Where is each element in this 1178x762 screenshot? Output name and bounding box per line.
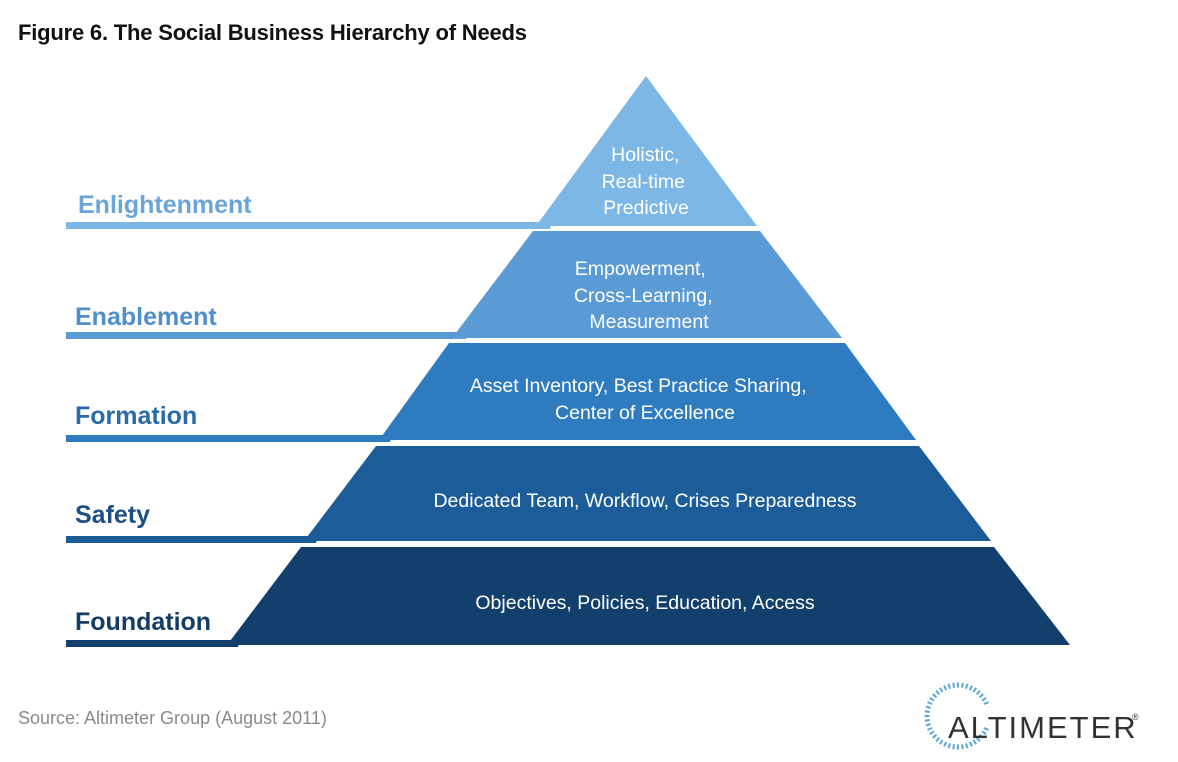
logo-dot — [968, 685, 973, 691]
logo-dot — [925, 705, 931, 709]
guide-line-foundation — [66, 640, 240, 647]
logo-dot — [961, 682, 964, 688]
logo-dot — [981, 697, 987, 702]
guide-line-formation — [66, 435, 392, 442]
logo-dot — [947, 683, 951, 689]
level-label-enablement: Enablement — [75, 303, 217, 331]
logo-dot — [957, 682, 959, 688]
tier-enablement — [452, 231, 842, 338]
tier-text-formation: Asset Inventory, Best Practice Sharing, … — [470, 375, 812, 424]
level-label-foundation: Foundation — [75, 608, 211, 636]
logo-dot — [952, 682, 955, 688]
tier-text-enablement: Empowerment, Cross-Learning, Measurement — [574, 258, 718, 333]
logo-dot — [935, 736, 941, 742]
pyramid-diagram: Holistic, Real-time Predictive Empowerme… — [66, 76, 1070, 647]
level-label-formation: Formation — [75, 402, 197, 430]
tier-text-safety: Dedicated Team, Workflow, Crises Prepare… — [433, 490, 856, 512]
logo-dot — [924, 719, 930, 722]
logo-wordmark: ALTIMETER — [948, 710, 1138, 745]
logo-dot — [943, 741, 948, 747]
logo-dot — [975, 690, 981, 696]
logo-dot — [924, 710, 930, 713]
logo-dot — [927, 701, 933, 706]
logo-dot — [924, 715, 930, 717]
tier-line: Predictive — [603, 197, 689, 219]
logo-dot — [939, 687, 944, 693]
dotted-circle-icon — [924, 682, 989, 750]
logo-dot — [975, 736, 981, 742]
registered-mark: ® — [1132, 712, 1139, 722]
logo-dot — [965, 683, 969, 689]
level-label-safety: Safety — [75, 501, 150, 529]
logo-dot — [939, 739, 944, 745]
logo-dot — [981, 730, 987, 735]
tier-enlightenment — [536, 76, 757, 226]
level-label-enlightenment: Enlightenment — [78, 191, 252, 219]
tier-line: Measurement — [589, 311, 709, 333]
logo-dot — [935, 690, 941, 696]
tier-line: Empowerment, — [575, 258, 706, 280]
logo-dot — [978, 693, 984, 699]
logo-dot — [961, 744, 964, 750]
logo-dot — [965, 743, 969, 749]
tier-text-enlightenment: Holistic, Real-time Predictive — [602, 144, 691, 219]
logo-dot — [925, 723, 931, 727]
figure-title: Figure 6. The Social Business Hierarchy … — [18, 20, 527, 45]
guide-line-safety — [66, 536, 318, 543]
logo-dot — [983, 701, 989, 706]
tier-safety — [304, 446, 991, 541]
logo-dot — [968, 741, 973, 747]
tier-line: Cross-Learning, — [574, 285, 713, 307]
altimeter-logo: ALTIMETER ® — [924, 682, 1139, 750]
tier-line: Asset Inventory, Best Practice Sharing, — [470, 375, 807, 397]
logo-dot — [957, 744, 959, 750]
logo-dot — [978, 733, 984, 739]
logo-dot — [927, 726, 933, 731]
tier-line: Holistic, — [611, 144, 679, 166]
tier-text-foundation: Objectives, Policies, Education, Access — [475, 592, 814, 614]
logo-dot — [932, 693, 938, 699]
logo-dot — [983, 726, 989, 731]
guide-line-enablement — [66, 332, 468, 339]
logo-dot — [943, 685, 948, 691]
logo-dot — [972, 739, 977, 745]
tier-line: Center of Excellence — [555, 402, 735, 424]
logo-dot — [947, 743, 951, 749]
tier-line: Objectives, Policies, Education, Access — [475, 592, 814, 614]
logo-dot — [929, 730, 935, 735]
tier-line: Real-time — [602, 171, 685, 193]
tier-formation — [379, 343, 916, 440]
logo-dot — [952, 744, 955, 750]
logo-dot — [932, 733, 938, 739]
logo-dot — [929, 697, 935, 702]
logo-dot — [972, 687, 977, 693]
guide-line-enlightenment — [66, 222, 552, 229]
tier-foundation — [227, 547, 1070, 645]
tier-line: Dedicated Team, Workflow, Crises Prepare… — [433, 490, 856, 512]
source-note: Source: Altimeter Group (August 2011) — [18, 708, 327, 728]
